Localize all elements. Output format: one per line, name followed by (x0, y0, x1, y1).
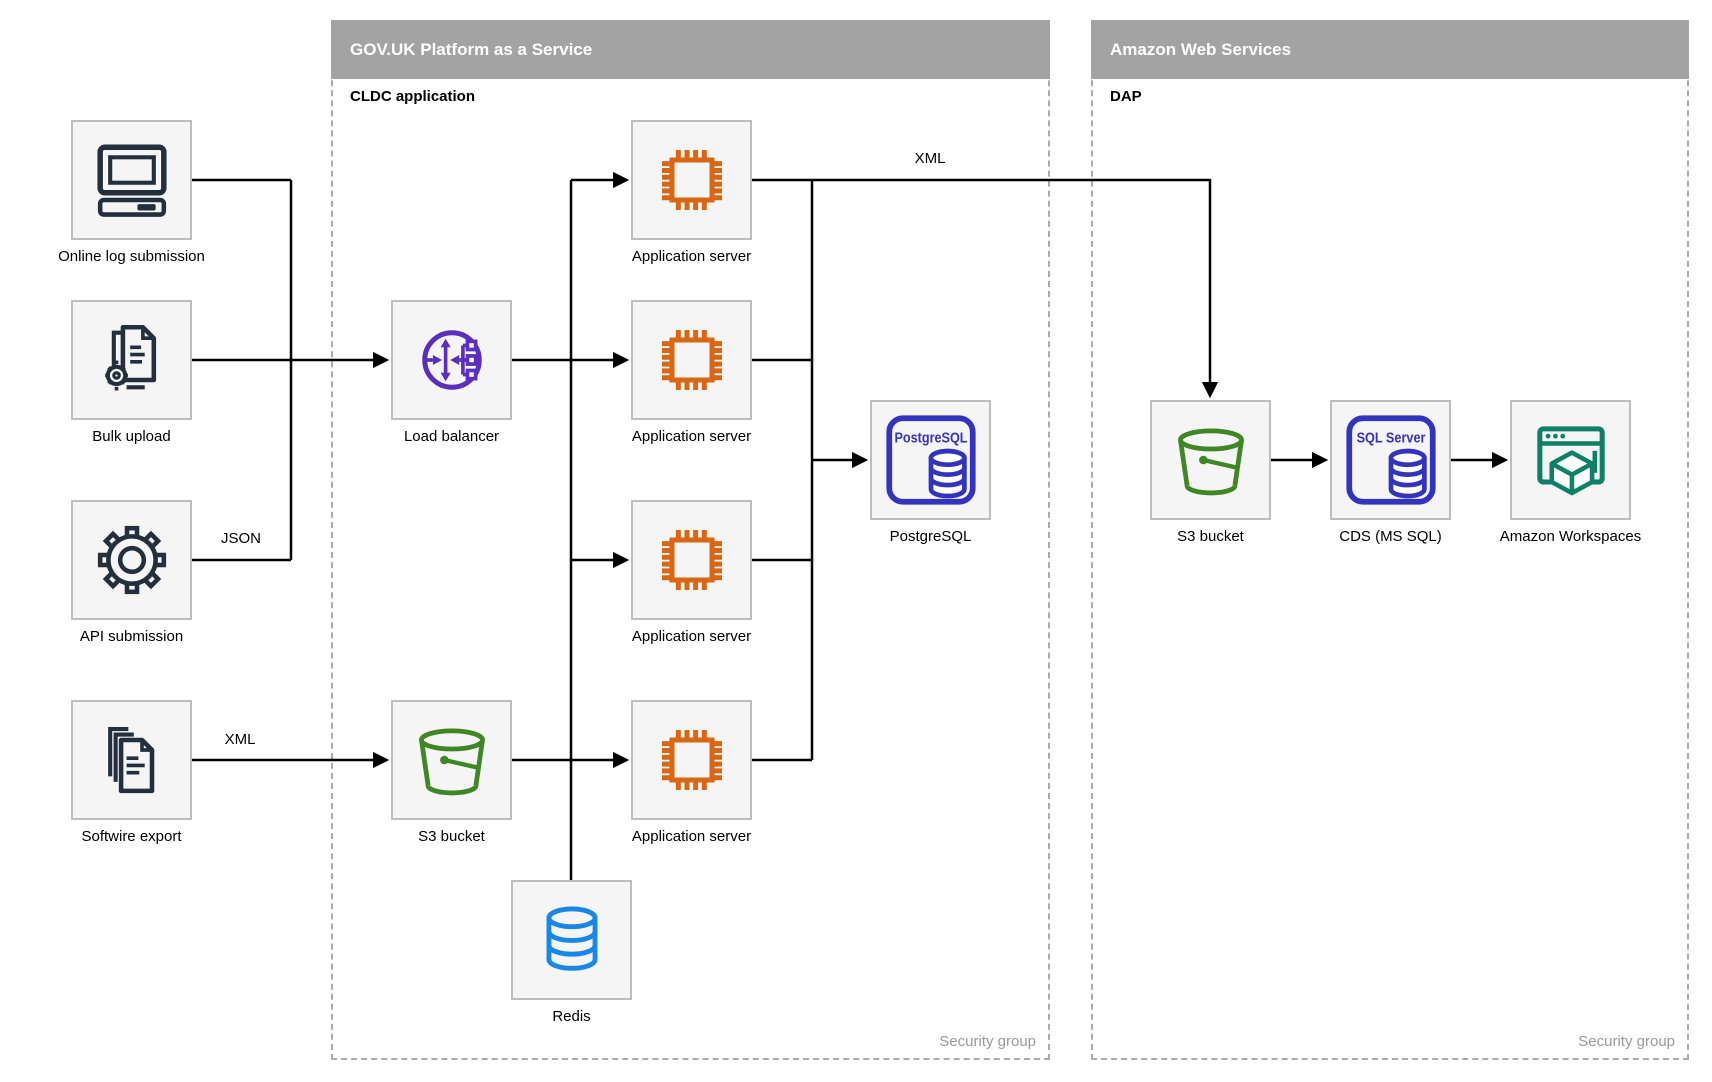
node-application-server-4: Application server (631, 700, 752, 845)
node-label: S3 bucket (418, 828, 485, 845)
node-label: Application server (631, 248, 752, 265)
chip-icon (631, 700, 752, 820)
load-balancer-icon (391, 300, 512, 420)
computer-icon (71, 120, 192, 240)
node-label: S3 bucket (1177, 528, 1244, 545)
node-application-server-1: Application server (631, 120, 752, 265)
stacked-documents-icon (71, 700, 192, 820)
chip-icon (631, 500, 752, 620)
workspaces-icon (1510, 400, 1631, 520)
gear-icon (71, 500, 192, 620)
aws-header: Amazon Web Services (1091, 20, 1689, 79)
bulk-upload-document-icon (71, 300, 192, 420)
node-label: API submission (79, 628, 184, 645)
node-label: PostgreSQL (889, 528, 972, 545)
node-redis: Redis (511, 880, 632, 1025)
node-label: CDS (MS SQL) (1339, 528, 1442, 545)
node-softwire-export: Softwire export (71, 700, 192, 845)
postgresql-badge-text: PostgreSQL (894, 430, 967, 446)
s3-bucket-icon (1150, 400, 1271, 520)
postgresql-icon: PostgreSQL (870, 400, 991, 520)
node-label: Amazon Workspaces (1499, 528, 1642, 545)
node-api-submission: API submission (71, 500, 192, 645)
node-amazon-workspaces: Amazon Workspaces (1500, 400, 1641, 545)
chip-icon (631, 300, 752, 420)
node-s3-bucket-paas: S3 bucket (391, 700, 512, 845)
edge-label-xml-right: XML (914, 150, 946, 167)
node-label: Load balancer (403, 428, 500, 445)
aws-title: Amazon Web Services (1110, 39, 1292, 59)
sql-server-icon: SQL Server (1330, 400, 1451, 520)
aws-container: Amazon Web Services DAP Security group (1091, 20, 1689, 1060)
s3-bucket-icon (391, 700, 512, 820)
cldc-application-label: CLDC application (350, 88, 476, 105)
node-s3-bucket-aws: S3 bucket (1150, 400, 1271, 545)
node-label: Online log submission (58, 248, 205, 265)
aws-security-group-label: Security group (1578, 1033, 1675, 1050)
node-application-server-2: Application server (631, 300, 752, 445)
node-label: Application server (631, 628, 752, 645)
node-label: Softwire export (81, 828, 182, 845)
govuk-security-group-label: Security group (939, 1033, 1036, 1050)
node-bulk-upload: Bulk upload (71, 300, 192, 445)
redis-database-icon (511, 880, 632, 1000)
govuk-paas-title: GOV.UK Platform as a Service (350, 39, 593, 59)
edge-label-xml-left: XML (224, 731, 256, 748)
edge-xml-to-aws (812, 178, 1219, 399)
node-label: Application server (631, 428, 752, 445)
node-online-log-submission: Online log submission (58, 120, 205, 265)
sql-server-badge-text: SQL Server (1356, 430, 1425, 446)
node-cds-mssql: SQL Server CDS (MS SQL) (1330, 400, 1451, 545)
node-postgresql: PostgreSQL PostgreSQL (870, 400, 991, 545)
node-label: Redis (552, 1008, 591, 1025)
node-label: Application server (631, 828, 752, 845)
node-load-balancer: Load balancer (391, 300, 512, 445)
chip-icon (631, 120, 752, 240)
node-application-server-3: Application server (631, 500, 752, 645)
edge-label-json: JSON (220, 530, 262, 547)
dap-label: DAP (1110, 88, 1142, 105)
govuk-paas-container: GOV.UK Platform as a Service CLDC applic… (331, 20, 1050, 1060)
govuk-paas-header: GOV.UK Platform as a Service (331, 20, 1050, 79)
node-label: Bulk upload (92, 428, 171, 445)
